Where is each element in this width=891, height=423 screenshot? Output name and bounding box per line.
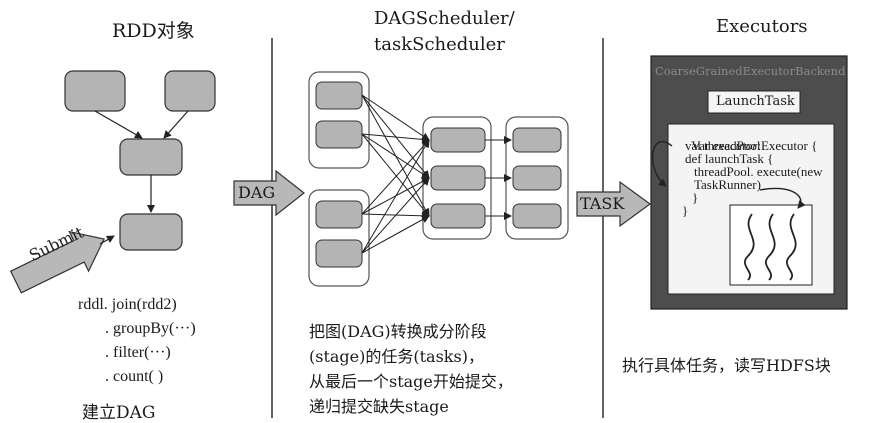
curve-arrow <box>759 187 806 209</box>
task-node <box>315 120 363 149</box>
code-type: :Executor { <box>757 138 818 153</box>
rdd-edge <box>94 110 143 139</box>
task-node <box>315 239 363 268</box>
curve-arrow <box>652 141 673 187</box>
code-executor: executor <box>712 138 758 153</box>
task-node <box>512 165 562 191</box>
code-line: . groupBy(···) <box>105 320 196 337</box>
rdd-node <box>119 213 183 251</box>
stage-graph <box>308 71 569 287</box>
executors-title: Executors <box>716 16 808 37</box>
task-node <box>430 165 486 191</box>
dag-arrow <box>233 169 305 217</box>
task-node <box>315 81 363 110</box>
scheduler-title-line2: taskScheduler <box>374 34 505 55</box>
executor-code-line: } <box>692 190 699 205</box>
task-node <box>512 203 562 229</box>
thread-wave-icons <box>744 213 797 281</box>
task-arrow-label: TASK <box>580 194 625 213</box>
submit-arrow <box>9 230 105 294</box>
shuffle-edges <box>361 94 512 254</box>
scheduler-desc-line: 递归提交缺失stage <box>309 397 449 416</box>
backend-label: CoarseGrainedExecutorBackend <box>655 64 846 78</box>
submit-edge <box>99 235 115 245</box>
rdd-title: RDD对象 <box>112 20 195 42</box>
executor-code-line: Var executor:Executor { <box>685 126 817 152</box>
task-node <box>430 127 486 153</box>
task-node <box>512 127 562 153</box>
executor-code-line: def launchTask { <box>685 151 774 166</box>
executor-caption: 执行具体任务，读写HDFS块 <box>622 356 831 375</box>
executor-code-line: val threadPool <box>685 138 761 153</box>
launch-task-label: LaunchTask <box>716 94 795 109</box>
scheduler-desc-line: 从最后一个stage开始提交， <box>309 372 513 391</box>
scheduler-desc-line: 把图(DAG)转换成分阶段 <box>309 322 487 341</box>
rdd-node <box>164 70 216 112</box>
build-dag-caption: 建立DAG <box>82 403 156 423</box>
executor-code-line: } <box>682 203 689 218</box>
rdd-node <box>64 70 126 112</box>
task-arrow <box>576 180 652 228</box>
executor-code-line: TaskRunner) <box>694 177 761 192</box>
task-node <box>430 203 486 229</box>
code-line: . filter(···) <box>105 344 171 361</box>
code-var: Var <box>691 138 710 153</box>
task-node <box>315 200 363 229</box>
scheduler-title-line1: DAGScheduler/ <box>374 8 515 29</box>
rdd-edge <box>163 110 189 139</box>
code-line: rddl. join(rdd2) <box>78 296 177 313</box>
dag-arrow-label: DAG <box>238 183 276 202</box>
executor-code-line: threadPool. execute(new <box>694 164 823 179</box>
rdd-node <box>119 138 183 176</box>
code-line: . count( ) <box>105 368 164 385</box>
launch-task-box <box>707 90 801 114</box>
scheduler-desc-line: (stage)的任务(tasks)， <box>309 347 484 366</box>
rdd-graph <box>64 70 216 251</box>
